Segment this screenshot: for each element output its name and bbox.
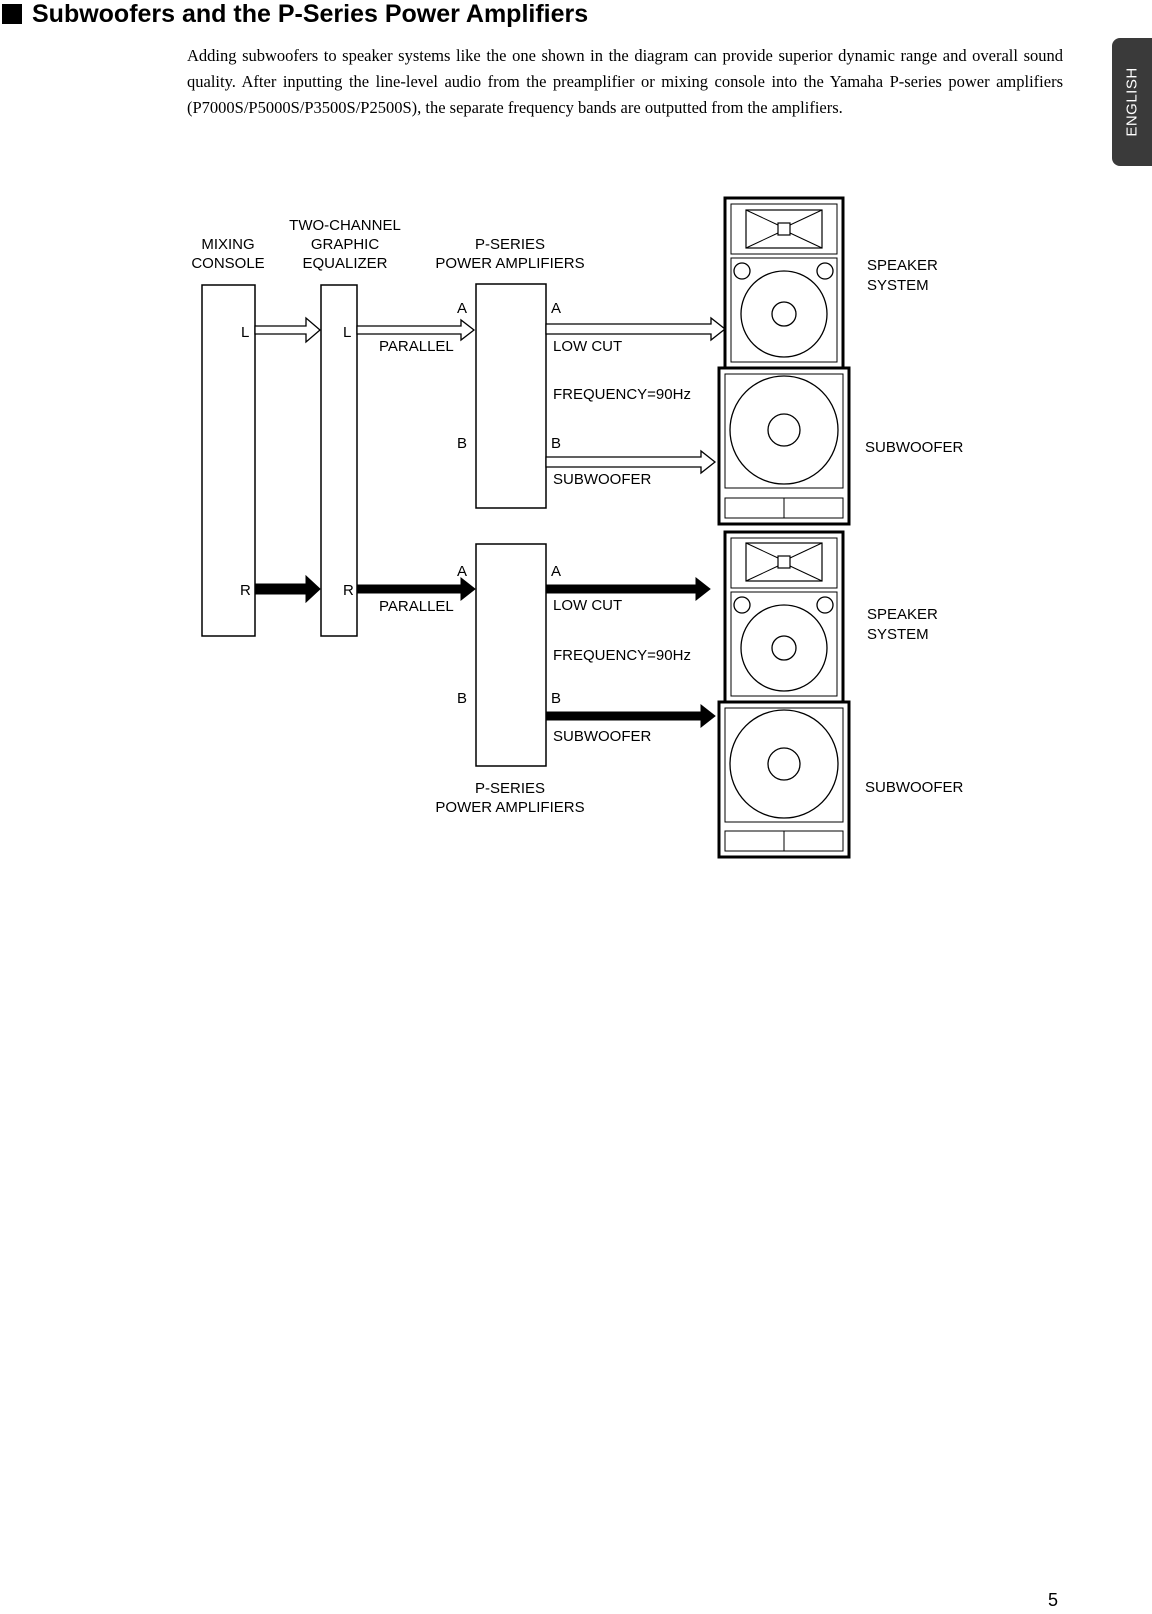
- eq-right-label: R: [343, 582, 354, 599]
- section-heading: Subwoofers and the P-Series Power Amplif…: [0, 0, 588, 28]
- speaker-top-label-1: SPEAKER: [867, 257, 938, 274]
- signal-arrow-right-1: [254, 574, 321, 604]
- amp-bottom-frequency: FREQUENCY=90Hz: [553, 647, 691, 664]
- amp-bottom-out-b: B: [551, 690, 561, 707]
- amp-bottom-label-1: P-SERIES: [475, 780, 545, 797]
- equalizer-label-3: EQUALIZER: [302, 255, 387, 272]
- signal-arrow-right-3: [545, 576, 711, 602]
- signal-arrow-left-3: [545, 316, 727, 342]
- signal-arrow-left-1: [254, 316, 321, 344]
- amp-top-in-a: A: [457, 300, 467, 317]
- console-right-label: R: [240, 582, 251, 599]
- amp-bottom-in-b: B: [457, 690, 467, 707]
- amp-top-out-a: A: [551, 300, 561, 317]
- amp-bottom-sub-out: SUBWOOFER: [553, 728, 652, 745]
- signal-arrow-right-2: [356, 576, 476, 602]
- mixing-console-label-1: MIXING: [201, 236, 254, 253]
- amp-top-label-2: POWER AMPLIFIERS: [435, 255, 584, 272]
- subwoofer-top-label: SUBWOOFER: [865, 439, 964, 456]
- subwoofer-top: [717, 366, 851, 526]
- signal-arrow-left-4: [545, 449, 717, 475]
- amplifier-bottom-box: [475, 543, 547, 767]
- subwoofer-bottom-label: SUBWOOFER: [865, 779, 964, 796]
- section-title: Subwoofers and the P-Series Power Amplif…: [32, 0, 589, 28]
- intro-paragraph: Adding subwoofers to speaker systems lik…: [187, 46, 1063, 117]
- signal-arrow-left-2: [356, 318, 476, 342]
- amp-top-low-cut: LOW CUT: [553, 338, 622, 355]
- speaker-top-label-2: SYSTEM: [867, 277, 929, 294]
- amp-top-label-1: P-SERIES: [475, 236, 545, 253]
- amp-bottom-in-a: A: [457, 563, 467, 580]
- amp-bottom-low-cut: LOW CUT: [553, 597, 622, 614]
- amp-bottom-mode: PARALLEL: [379, 598, 454, 615]
- mixing-console-box: [201, 284, 256, 637]
- subwoofer-bottom: [717, 700, 851, 859]
- eq-left-label: L: [343, 324, 351, 341]
- amp-top-sub-out: SUBWOOFER: [553, 471, 652, 488]
- amplifier-top-box: [475, 283, 547, 509]
- amp-bottom-out-a: A: [551, 563, 561, 580]
- signal-arrow-right-4: [545, 703, 716, 729]
- amp-top-out-b: B: [551, 435, 561, 452]
- speaker-system-bottom: [723, 530, 845, 704]
- speaker-bottom-label-2: SYSTEM: [867, 626, 929, 643]
- language-tab: ENGLISH: [1112, 38, 1152, 166]
- page-number: 5: [1048, 1590, 1059, 1610]
- mixing-console-label-2: CONSOLE: [191, 255, 264, 272]
- console-left-label: L: [241, 324, 249, 341]
- amp-top-frequency: FREQUENCY=90Hz: [553, 386, 691, 403]
- amp-top-mode: PARALLEL: [379, 338, 454, 355]
- equalizer-label-1: TWO-CHANNEL: [289, 217, 401, 234]
- equalizer-label-2: GRAPHIC: [311, 236, 380, 253]
- square-bullet-icon: [2, 4, 22, 24]
- speaker-system-top: [723, 196, 845, 370]
- connection-diagram: MIXING CONSOLE TWO-CHANNEL GRAPHIC EQUAL…: [191, 196, 964, 859]
- equalizer-box: [320, 284, 358, 637]
- speaker-bottom-label-1: SPEAKER: [867, 606, 938, 623]
- amp-top-in-b: B: [457, 435, 467, 452]
- amp-bottom-label-2: POWER AMPLIFIERS: [435, 799, 584, 816]
